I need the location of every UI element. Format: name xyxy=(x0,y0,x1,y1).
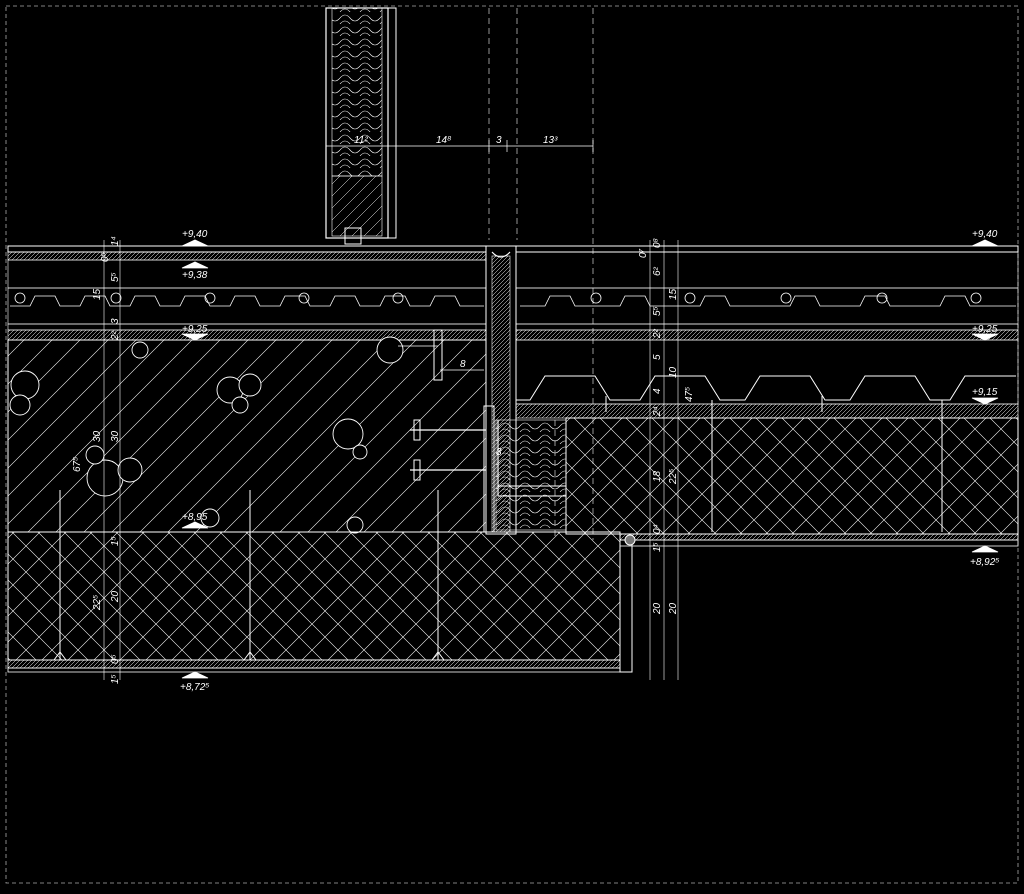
right-anchors xyxy=(605,396,943,532)
dim-right-7: 5 xyxy=(652,354,663,360)
dim-left-10: 1⁵ xyxy=(110,536,121,546)
dim-top-3: 3 xyxy=(496,135,502,146)
dim-mid-3: 3 xyxy=(496,447,502,458)
dim-left-5: 3 xyxy=(110,318,121,324)
dim-left-1: 1⁴ xyxy=(110,236,121,246)
dim-right-6: 2² xyxy=(652,328,663,339)
dim-right-13: 22⁵ xyxy=(668,469,679,485)
dim-left-7: 30 xyxy=(92,430,103,442)
dim-right-16: 20 xyxy=(652,602,663,615)
level-925-right: +9,25 xyxy=(972,324,998,335)
dim-left-13: 0⁵ xyxy=(110,654,121,664)
dim-left-3: 5⁵ xyxy=(110,272,121,282)
dim-left-14: 1⁵ xyxy=(110,674,121,684)
dim-left-4: 15 xyxy=(92,288,103,300)
dim-right-8: 10 xyxy=(668,366,679,378)
dim-right-1: 0⁸ xyxy=(652,238,663,248)
dim-right-10: 47⁵ xyxy=(684,387,695,402)
dim-right-15: 1⁵ xyxy=(652,542,663,552)
dim-top-1: 11² xyxy=(354,135,368,146)
dim-right-2: 0⁷ xyxy=(638,248,649,258)
dim-top-2: 14⁸ xyxy=(436,135,451,146)
dim-right-12: 18 xyxy=(652,470,663,482)
left-floor-finish xyxy=(7,245,487,341)
dim-top-4: 13³ xyxy=(543,135,558,146)
dim-left-12: 20 xyxy=(110,590,121,603)
level-895: +8,95 xyxy=(182,512,208,523)
dim-left-2: 0⁵ xyxy=(100,252,111,262)
expansion-joint xyxy=(398,245,567,535)
level-940-right: +9,40 xyxy=(972,229,998,240)
dim-right-4: 15 xyxy=(668,288,679,300)
left-concrete-slab xyxy=(7,336,487,534)
trapezoidal-steel-deck xyxy=(515,375,1019,419)
upper-wall-panel xyxy=(325,7,397,245)
dim-left-8: 30 xyxy=(110,430,121,442)
left-lower-insulation xyxy=(7,531,633,673)
level-940-left: +9,40 xyxy=(182,229,208,240)
dim-right-11: 2⁴ xyxy=(652,406,663,417)
dim-right-17: 20 xyxy=(668,602,679,615)
level-8925: +8,92⁵ xyxy=(970,557,1000,568)
dim-right-14: 0⁴ xyxy=(652,524,663,534)
level-8725: +8,72⁵ xyxy=(180,682,210,693)
right-floor-finish xyxy=(515,245,1019,405)
level-markers xyxy=(176,239,999,679)
floor-heating-pipes-right xyxy=(520,292,1016,307)
top-dimension-line xyxy=(325,140,594,152)
insulation-anchors xyxy=(53,490,445,661)
right-vertical-dims: 0⁸ 0⁷ 6² 15 5⁵ 2² 5 10 4 47⁵ 2⁴ 18 22⁵ 0… xyxy=(638,238,695,615)
level-925-left: +9,25 xyxy=(182,324,208,335)
dim-right-9: 4 xyxy=(652,388,663,394)
dimension-chains xyxy=(103,240,679,680)
level-915: +9,15 xyxy=(972,387,998,398)
dim-left-9: 67⁵ xyxy=(72,457,83,472)
floor-heating-pipes-left xyxy=(10,292,484,307)
left-vertical-dims: 1⁴ 0⁵ 5⁵ 15 3 2² 30 30 67⁵ 1⁵ 22⁵ 20 0⁵ … xyxy=(72,236,121,684)
dim-right-3: 6² xyxy=(652,266,663,276)
dim-right-5: 5⁵ xyxy=(652,306,663,316)
right-lower-insulation xyxy=(565,417,1019,547)
level-938: +9,38 xyxy=(182,270,208,281)
dim-left-6: 2² xyxy=(110,330,121,341)
dim-left-11: 22⁵ xyxy=(92,595,103,611)
dim-mid-8: 8 xyxy=(460,359,466,370)
